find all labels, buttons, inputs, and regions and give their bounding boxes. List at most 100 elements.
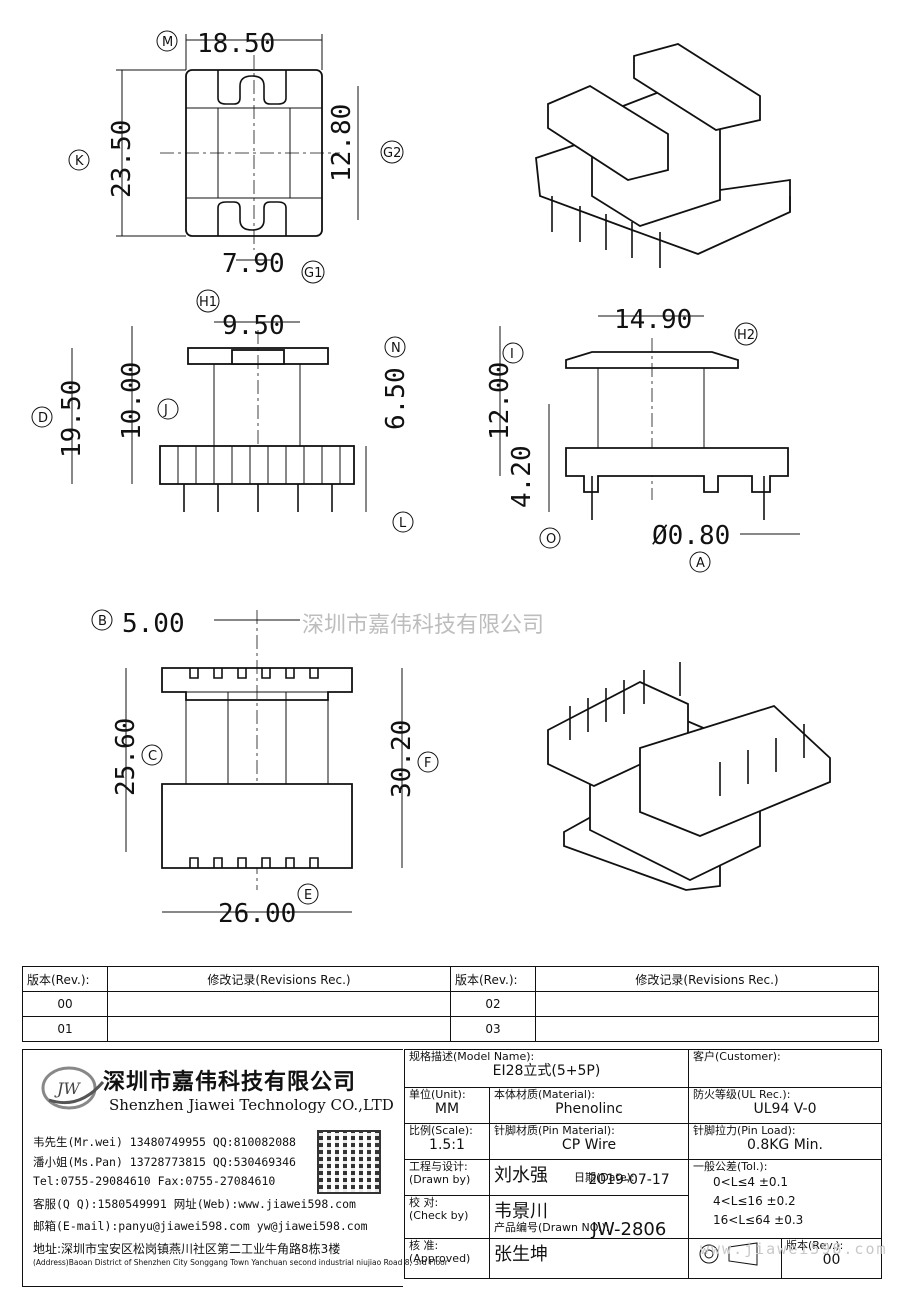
svg-text:D: D [38,411,48,426]
drawn-sub: (Drawn by) [409,1173,471,1186]
model-value: EI28立式(5+5P) [492,1063,601,1079]
tolerance-line: 16<L≤64 ±0.3 [713,1213,804,1227]
contact-line: Tel:0755-29084610 Fax:0755-27084610 [33,1174,276,1188]
date-key: 日期(Date): [574,1171,635,1184]
dim-top-width: 18.50 [197,29,275,59]
pin-load-value: 0.8KG Min. [746,1137,824,1153]
svg-text:B: B [98,614,107,629]
tolerance-key: 一般公差(Tol.): [693,1160,768,1173]
dim-top-inner: 12.80 [327,104,357,182]
tolerance-line: 4<L≤16 ±0.2 [713,1194,796,1208]
unit-value: MM [434,1101,460,1117]
drawing-number-key: 产品编号(Drawn NO.): [494,1221,610,1234]
svg-text:JW: JW [54,1079,81,1098]
svg-text:L: L [399,516,407,531]
svg-text:F: F [424,756,431,771]
approve-sub: (Approved) [409,1252,471,1265]
isometric-view-bottom [547,662,831,891]
svg-text:H2: H2 [737,328,755,343]
rev-cell: 03 [450,1016,536,1042]
isometric-view-top [535,43,791,268]
dim-pin-diameter: Ø0.80 [652,521,730,551]
scale-value: 1.5:1 [429,1137,465,1153]
date-value: 2019-07-17 [588,1172,670,1188]
address: 地址:深圳市宝安区松岗镇燕川社区第二工业牛角路8栋3楼 [33,1242,341,1256]
dim-front-width: 14.90 [614,305,692,335]
rev-cell: 01 [22,1016,108,1042]
rev-cell [535,991,879,1017]
svg-text:E: E [304,888,312,903]
svg-text:O: O [546,532,556,547]
drawn-key: 工程与设计: [409,1160,468,1173]
check-sub: (Check by) [409,1209,469,1222]
svg-text:A: A [696,556,705,571]
unit-key: 单位(Unit): [409,1088,466,1101]
dim-side-inner: 10.00 [117,362,147,440]
rev-cell [107,1016,451,1042]
drawing-number-value: JW-2806 [591,1219,667,1240]
side-view: 9.50 19.50 10.00 6.50 H1 D J N L [31,289,414,533]
dim-bottom-width: 26.00 [218,899,296,929]
approve-value: 张生坤 [494,1244,548,1265]
front-view: 14.90 12.00 4.20 Ø0.80 I H2 O A [485,305,800,573]
dim-bottom-pitch: 5.00 [122,609,185,639]
dim-bottom-inner: 25.60 [111,718,141,796]
dim-front-base: 4.20 [507,445,537,508]
dim-side-height: 19.50 [57,380,87,458]
check-key: 校 对: [409,1196,439,1209]
material-value: Phenolinc [555,1101,623,1117]
rev-header-2: 版本(Rev.): [450,966,536,992]
ul-value: UL94 V-0 [753,1101,817,1117]
tolerance-line: 0<L≤4 ±0.1 [713,1175,789,1189]
rev-key: 版本(Rev.): [786,1239,844,1252]
revision-table: 版本(Rev.): 修改记录(Revisions Rec.) 版本(Rev.):… [22,966,879,1042]
customer-key: 客户(Customer): [693,1050,781,1063]
rev-cell [535,1016,879,1042]
top-view: 18.50 23.50 12.80 7.90 M K G2 G1 [68,29,404,284]
rev-value: 00 [822,1252,841,1268]
model-key: 规格描述(Model Name): [409,1050,535,1063]
projection-symbol-icon [699,1242,758,1266]
material-key: 本体材质(Material): [494,1088,595,1101]
svg-text:H1: H1 [199,295,217,310]
dim-bottom-height: 30.20 [387,720,417,798]
dim-side-pin: 6.50 [381,367,411,430]
company-logo-icon: JW [41,1066,105,1110]
rev-cell [107,991,451,1017]
web-watermark: www.jiawei598.com [700,1240,888,1258]
approve-key: 核 准: [409,1239,439,1252]
watermark-text: 深圳市嘉伟科技有限公司 [302,613,544,638]
bottom-view: 5.00 25.60 30.20 26.00 B C F E [91,609,439,929]
contact-line: 潘小姐(Ms.Pan) 13728773815 QQ:530469346 [33,1155,296,1169]
svg-text:J: J [163,403,168,418]
rev-record-header-2: 修改记录(Revisions Rec.) [535,966,879,992]
svg-text:K: K [75,154,84,169]
contact-line: 邮箱(E-mail):panyu@jiawei598.com yw@jiawei… [33,1219,368,1233]
pin-load-key: 针脚拉力(Pin Load): [693,1124,796,1137]
rev-cell: 02 [450,991,536,1017]
rev-cell: 00 [22,991,108,1017]
company-name-cn: 深圳市嘉伟科技有限公司 [103,1070,357,1095]
dim-front-height: 12.00 [485,362,515,440]
company-name-en: Shenzhen Jiawei Technology CO.,LTD [109,1096,394,1114]
svg-text:N: N [391,341,401,356]
svg-text:C: C [148,749,157,764]
drawn-value: 刘水强 [494,1165,548,1186]
technical-drawing: 18.50 23.50 12.80 7.90 M K G2 G1 [31,29,831,929]
pin-material-value: CP Wire [561,1137,617,1153]
address-en: (Address)Baoan District of Shenzhen City… [33,1258,448,1267]
rev-header: 版本(Rev.): [22,966,108,992]
svg-text:G2: G2 [383,146,401,161]
dim-top-slot: 7.90 [222,249,285,279]
dim-side-width: 9.50 [222,311,285,341]
svg-text:G1: G1 [304,266,322,281]
title-block: 规格描述(Model Name):EI28立式(5+5P) 客户(Custome… [404,1049,882,1279]
company-block: JW 深圳市嘉伟科技有限公司 Shenzhen Jiawei Technolog… [22,1049,448,1287]
svg-text:I: I [510,347,514,362]
rev-record-header: 修改记录(Revisions Rec.) [107,966,451,992]
check-value: 韦景川 [494,1201,548,1222]
contact-line: 韦先生(Mr.wei) 13480749955 QQ:810082088 [33,1135,296,1149]
ul-key: 防火等级(UL Rec.): [693,1088,791,1101]
dim-top-height: 23.50 [107,120,137,198]
contact-line: 客服(Q Q):1580549991 网址(Web):www.jiawei598… [33,1197,356,1211]
